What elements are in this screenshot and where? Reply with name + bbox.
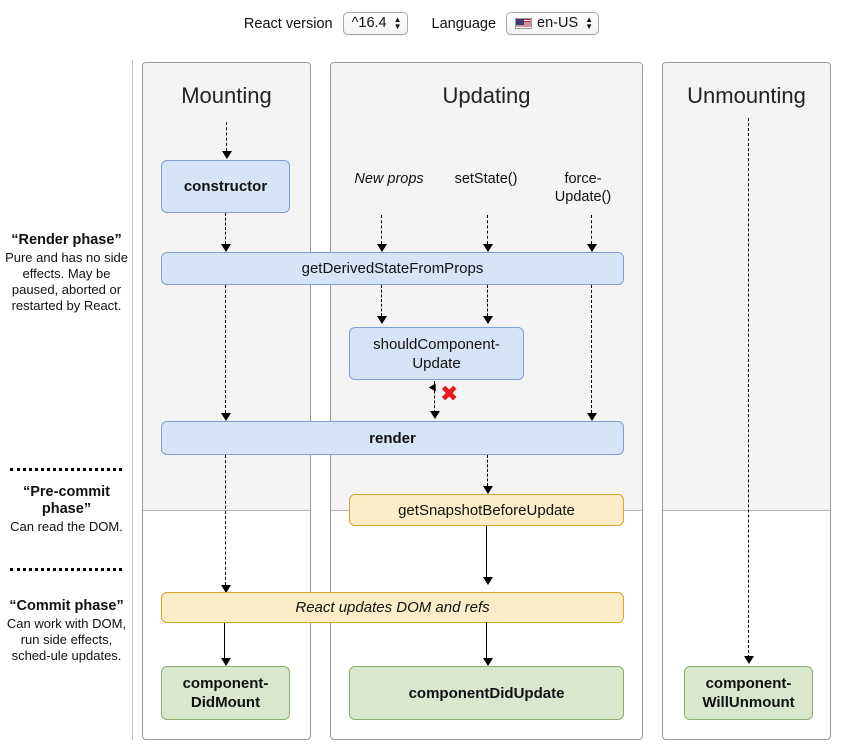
arrowhead bbox=[483, 577, 493, 585]
phase-pre-commit-desc: Can read the DOM. bbox=[10, 519, 123, 534]
node-constructor[interactable]: constructor bbox=[161, 160, 290, 213]
react-version-select[interactable]: ^16.4 ▲▼ bbox=[342, 12, 408, 35]
abort-x-icon: ✖ bbox=[440, 382, 459, 407]
node-component-did-update[interactable]: componentDidUpdate bbox=[349, 666, 624, 720]
trigger-new-props: New props bbox=[354, 171, 424, 187]
column-mounting-title: Mounting bbox=[181, 83, 272, 108]
connector-gdsfp-to-scu-left bbox=[381, 285, 382, 316]
trigger-set-state: setState() bbox=[454, 171, 518, 187]
arrowhead bbox=[221, 413, 231, 421]
column-unmounting-render-shade bbox=[663, 63, 830, 511]
diagram-controls: React version ^16.4 ▲▼ Language en-US ▲▼ bbox=[0, 12, 843, 35]
arrowhead bbox=[222, 151, 232, 159]
node-react-updates-dom[interactable]: React updates DOM and refs bbox=[161, 592, 624, 623]
connector-gdsfp-to-render-forceupdate bbox=[591, 285, 592, 413]
connector-render-to-snapshot bbox=[487, 455, 488, 486]
arrowhead bbox=[483, 244, 493, 252]
phase-label-column: “Render phase” Pure and has no side effe… bbox=[0, 60, 133, 740]
arrowhead bbox=[221, 244, 231, 252]
arrowhead bbox=[587, 244, 597, 252]
chevron-updown-icon: ▲▼ bbox=[393, 15, 402, 31]
connector-scu-to-render bbox=[434, 381, 435, 413]
connector-unmounting-to-cwu bbox=[748, 118, 749, 658]
connector-setstate-to-gdsfp bbox=[487, 215, 488, 244]
arrowhead bbox=[483, 316, 493, 324]
connector-reactupdates-to-cdm bbox=[224, 622, 225, 661]
phase-render-desc: Pure and has no side effects. May be pau… bbox=[5, 250, 128, 313]
node-get-derived-state-from-props[interactable]: getDerivedStateFromProps bbox=[161, 252, 624, 285]
connector-newprops-to-gdsfp bbox=[381, 215, 382, 244]
arrowhead bbox=[483, 658, 493, 666]
connector-snapshot-to-reactupdates bbox=[486, 526, 487, 578]
chevron-updown-icon: ▲▼ bbox=[585, 15, 594, 31]
phase-divider-top bbox=[10, 468, 122, 471]
node-render[interactable]: render bbox=[161, 421, 624, 455]
phase-pre-commit: “Pre-commit phase” Can read the DOM. bbox=[0, 484, 133, 535]
connector-gdsfp-to-render-mount bbox=[225, 285, 226, 413]
connector-constructor-to-gdsfp bbox=[225, 213, 226, 244]
node-component-did-mount[interactable]: component-DidMount bbox=[161, 666, 290, 720]
connector-gdsfp-to-scu-right bbox=[487, 285, 488, 316]
connector-title-to-constructor bbox=[226, 122, 227, 151]
react-version-label: React version bbox=[243, 15, 333, 32]
column-unmounting: Unmounting bbox=[662, 62, 831, 740]
phase-pre-commit-title: “Pre-commit phase” bbox=[22, 484, 111, 517]
language-select[interactable]: en-US ▲▼ bbox=[506, 12, 600, 35]
column-unmounting-title: Unmounting bbox=[687, 83, 806, 108]
language-value: en-US bbox=[537, 14, 579, 31]
connector-reactupdates-to-cdu bbox=[486, 622, 487, 661]
phase-commit: “Commit phase” Can work with DOM, run si… bbox=[0, 598, 133, 664]
connector-render-to-reactupdates-mount bbox=[225, 455, 226, 585]
us-flag-icon bbox=[515, 17, 533, 29]
arrowhead bbox=[221, 585, 231, 593]
phase-render: “Render phase” Pure and has no side effe… bbox=[0, 232, 133, 314]
node-get-snapshot-before-update[interactable]: getSnapshotBeforeUpdate bbox=[349, 494, 624, 526]
phase-commit-title: “Commit phase” bbox=[9, 598, 124, 614]
column-updating-title: Updating bbox=[442, 83, 531, 108]
trigger-force-update: force-Update() bbox=[554, 171, 612, 205]
arrowhead bbox=[483, 486, 493, 494]
react-version-value: ^16.4 bbox=[351, 14, 387, 31]
arrowhead bbox=[744, 656, 754, 664]
arrowhead bbox=[377, 244, 387, 252]
arrowhead bbox=[587, 413, 597, 421]
node-component-will-unmount[interactable]: component-WillUnmount bbox=[684, 666, 813, 720]
arrowhead bbox=[377, 316, 387, 324]
arrowhead bbox=[221, 658, 231, 666]
language-label: Language bbox=[431, 15, 497, 32]
node-should-component-update[interactable]: shouldComponent-Update bbox=[349, 327, 524, 380]
phase-render-title: “Render phase” bbox=[11, 232, 122, 248]
phase-commit-desc: Can work with DOM, run side effects, sch… bbox=[6, 616, 127, 663]
arrowhead bbox=[430, 411, 440, 419]
vertical-divider bbox=[132, 60, 133, 740]
phase-divider-bottom bbox=[10, 568, 122, 571]
connector-forceupdate-to-gdsfp bbox=[591, 215, 592, 244]
